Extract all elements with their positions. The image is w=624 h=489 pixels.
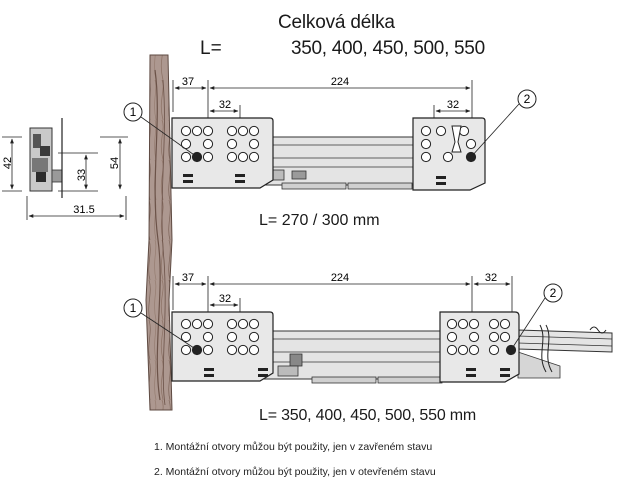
dim-left-pair: 32 [219,293,231,305]
cabinet-side-panel [145,54,173,411]
top-slide-drawing: 37 224 32 32 [123,76,537,191]
svg-text:2: 2 [550,286,557,300]
cross-section-view: 42 33 54 31.5 [2,118,128,220]
rear-mounting-bracket [171,311,274,382]
length-label: L= [200,38,222,59]
dim-right-pair: 32 [447,99,459,111]
bottom-slide-drawing: 37 224 32 32 [123,272,613,384]
dim-hole-spacing: 224 [331,272,349,284]
front-mounting-bracket [439,311,520,383]
drawing-title: Celková délka [278,12,395,33]
note-open-state: 2. Montážní otvory můžou být použity, je… [154,466,436,478]
svg-text:1: 1 [130,301,137,315]
note-closed-state: 1. Montážní otvory můžou být použity, je… [154,441,433,453]
top-slide-length: L= 270 / 300 mm [259,212,380,229]
callout-1: 1 [123,298,198,351]
dim-offset: 37 [182,76,194,88]
dim-height-inner: 33 [76,169,88,181]
extended-rail [517,324,613,379]
svg-text:1: 1 [130,105,137,119]
callout-2: 2 [510,283,563,351]
dim-right-pair: 32 [485,272,497,284]
total-lengths: 350, 400, 450, 500, 550 [291,38,485,59]
dim-offset: 37 [182,272,194,284]
dim-height-total: 42 [2,157,14,169]
slide-profile-section [29,118,63,198]
dim-hole-spacing: 224 [331,76,349,88]
dim-left-pair: 32 [219,99,231,111]
front-mounting-bracket [412,117,486,191]
dim-height-outer: 54 [109,157,121,169]
bottom-slide-length: L= 350, 400, 450, 500, 550 mm [259,407,477,424]
dim-width: 31.5 [73,204,94,216]
callout-1: 1 [123,102,198,158]
callout-2: 2 [470,89,537,158]
svg-text:2: 2 [524,92,531,106]
